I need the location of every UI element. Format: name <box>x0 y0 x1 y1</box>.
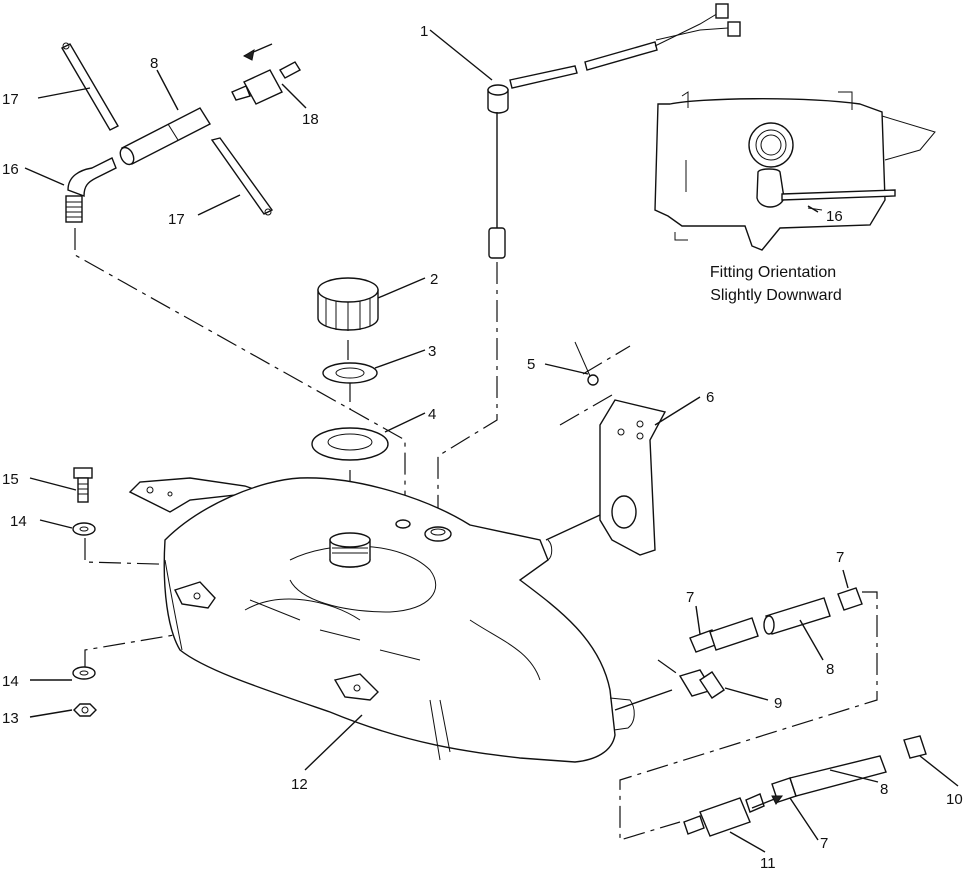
callout-17-b: 17 <box>168 211 185 228</box>
fuel-tank <box>128 477 635 763</box>
fuel-line-parts <box>678 587 927 837</box>
callout-16-b: 16 <box>826 208 843 225</box>
leader-lines <box>24 29 959 853</box>
callout-2: 2 <box>430 271 438 288</box>
callout-17-a: 17 <box>2 91 19 108</box>
callout-8-b: 8 <box>826 661 834 678</box>
callout-13: 13 <box>2 710 19 727</box>
callout-labels: 1 2 3 4 5 6 7 7 7 8 8 8 9 10 11 12 13 14… <box>2 23 963 871</box>
callout-1: 1 <box>420 23 428 40</box>
callout-8-c: 8 <box>880 781 888 798</box>
assembly-dash-lines <box>74 228 878 841</box>
bracket <box>574 341 667 556</box>
callout-14-a: 14 <box>10 513 27 530</box>
callout-12: 12 <box>291 776 308 793</box>
vent-parts <box>61 42 301 223</box>
callout-10: 10 <box>946 791 963 808</box>
callout-6: 6 <box>706 389 714 406</box>
callout-15: 15 <box>2 471 19 488</box>
fuel-sender <box>487 3 741 259</box>
callout-9: 9 <box>774 695 782 712</box>
callout-5: 5 <box>527 356 535 373</box>
callout-7-a: 7 <box>686 589 694 606</box>
cap-assembly <box>311 277 389 461</box>
callout-7-b: 7 <box>836 549 844 566</box>
callout-16-a: 16 <box>2 161 19 178</box>
callout-7-c: 7 <box>820 835 828 852</box>
callout-4: 4 <box>428 406 436 423</box>
inset-caption-line-1: Fitting Orientation <box>710 264 836 281</box>
inset-caption-line-2: Slightly Downward <box>710 287 842 304</box>
fasteners <box>72 467 97 717</box>
callout-11: 11 <box>760 855 776 871</box>
inset-view <box>654 91 936 251</box>
inset-caption: Fitting Orientation Slightly Downward <box>710 264 842 304</box>
callout-14-b: 14 <box>2 673 19 690</box>
callout-3: 3 <box>428 343 436 360</box>
callout-8-a: 8 <box>150 55 158 72</box>
callout-18: 18 <box>302 111 319 128</box>
